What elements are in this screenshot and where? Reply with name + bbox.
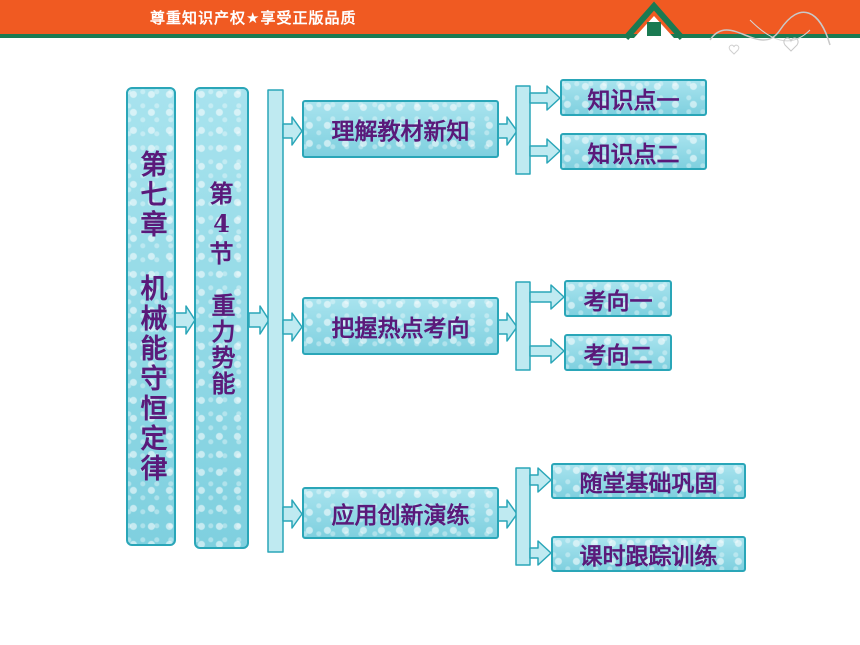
arrow-branch-2-out	[497, 312, 518, 342]
leaf-label-4: 考向二	[583, 341, 653, 369]
arrow-leaf-1	[529, 85, 561, 111]
main-bracket	[267, 89, 284, 553]
arrow-leaf-4	[529, 338, 565, 364]
arrow-leaf-3	[529, 284, 565, 310]
leaf-label-1: 知识点一	[587, 86, 680, 114]
branch-label-3: 应用创新演练	[331, 502, 470, 529]
section-title: 重力势能	[207, 293, 236, 397]
branch-box-2[interactable]: 把握热点考向	[302, 297, 499, 355]
header-stripe	[0, 34, 860, 38]
leaf-label-3: 考向一	[583, 287, 653, 315]
arrow-to-branch-1	[282, 116, 303, 146]
leaf-label-6: 课时跟踪训练	[579, 543, 718, 570]
section-number: 4	[213, 209, 230, 238]
sub-bracket-3	[515, 467, 531, 566]
decorative-swirl-icon	[709, 11, 831, 55]
sub-bracket-2	[515, 281, 531, 371]
arrow-section-to-bracket	[248, 305, 270, 335]
leaf-box-1[interactable]: 知识点一	[560, 79, 707, 116]
branch-label-1: 理解教材新知	[331, 118, 470, 145]
arrow-branch-1-out	[497, 116, 518, 146]
leaf-box-5[interactable]: 随堂基础巩固	[551, 463, 746, 499]
banner-text: 尊重知识产权★享受正版品质	[150, 9, 357, 27]
arrow-leaf-6	[529, 540, 552, 566]
arrow-leaf-5	[529, 467, 552, 493]
branch-box-3[interactable]: 应用创新演练	[302, 487, 499, 539]
arrow-to-branch-3	[282, 499, 303, 529]
arrow-chapter-to-section	[174, 305, 196, 335]
leaf-label-5: 随堂基础巩固	[579, 470, 718, 497]
sub-bracket-1	[515, 85, 531, 175]
section-box: 第 4 节 重力势能	[194, 87, 249, 549]
house-logo-icon	[623, 1, 685, 40]
arrow-leaf-2	[529, 138, 561, 164]
leaf-label-2: 知识点二	[587, 140, 680, 168]
leaf-box-6[interactable]: 课时跟踪训练	[551, 536, 746, 572]
section-prefix: 第	[209, 179, 234, 208]
branch-box-1[interactable]: 理解教材新知	[302, 100, 499, 158]
leaf-box-2[interactable]: 知识点二	[560, 133, 707, 170]
chapter-title: 第七章 机械能守恒定律	[135, 149, 167, 484]
leaf-box-3[interactable]: 考向一	[564, 280, 672, 317]
leaf-box-4[interactable]: 考向二	[564, 334, 672, 371]
section-suffix: 节	[209, 239, 234, 268]
arrow-branch-3-out	[497, 499, 518, 529]
branch-label-2: 把握热点考向	[331, 315, 470, 342]
chapter-box: 第七章 机械能守恒定律	[126, 87, 176, 546]
arrow-to-branch-2	[282, 312, 303, 342]
header-banner	[0, 0, 860, 34]
